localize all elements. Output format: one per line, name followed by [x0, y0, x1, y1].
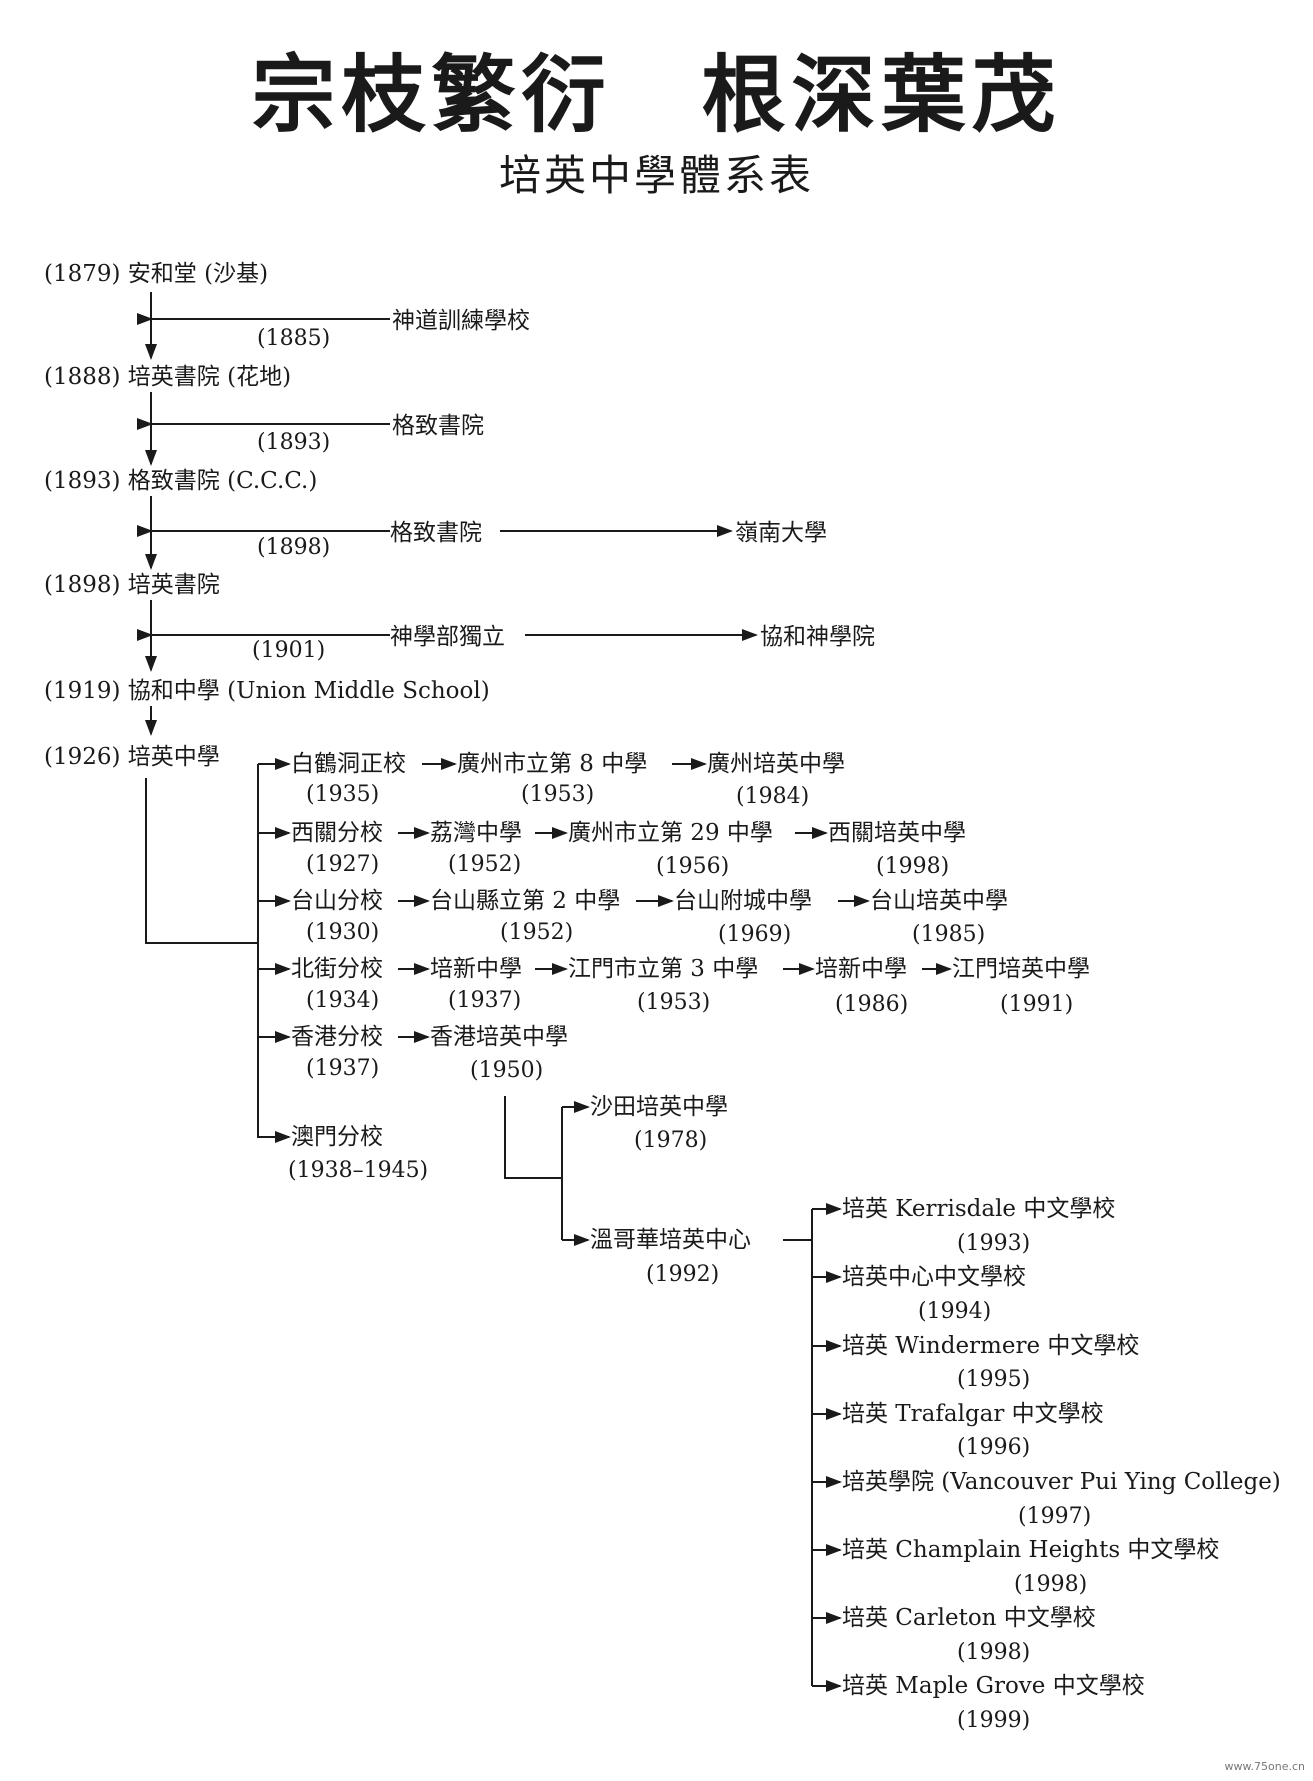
year-1999: (1999) [957, 1708, 1031, 1733]
node-jiangmen-3rd-middle: 江門市立第 3 中學 [568, 956, 759, 982]
node-vancouver-pui-ying-college: 培英學院 (Vancouver Pui Ying College) [842, 1469, 1281, 1495]
node-gz-29th-middle: 廣州市立第 29 中學 [568, 820, 773, 846]
node-jiangmen-puiying: 江門培英中學 [952, 956, 1090, 982]
node-centre-chinese-school: 培英中心中文學校 [842, 1264, 1026, 1290]
year-1994: (1994) [918, 1299, 992, 1324]
page-subtitle: 培英中學體系表 [498, 151, 814, 200]
year-1927: (1927) [306, 852, 380, 877]
page-title: 宗枝繁衍 根深葉茂 [251, 46, 1062, 144]
node-1919-union-middle-school: (1919) 協和中學 (Union Middle School) [44, 678, 490, 704]
year-1986: (1986) [835, 992, 909, 1017]
year-1898: (1898) [257, 535, 331, 560]
node-1893-gezhi-ccc: (1893) 格致書院 (C.C.C.) [44, 468, 318, 494]
year-1998: (1998) [1014, 1572, 1088, 1597]
hk-connector [504, 1096, 562, 1179]
year-1893: (1893) [257, 430, 331, 455]
year-1953: (1953) [521, 782, 595, 807]
year-1978: (1978) [634, 1128, 708, 1153]
node-shatin-puiying: 沙田培英中學 [590, 1094, 728, 1120]
node-taishan-fucheng: 台山附城中學 [674, 888, 812, 914]
node-taishan-branch: 台山分校 [291, 888, 383, 914]
node-liwan-middle: 荔灣中學 [430, 820, 522, 846]
node-beijie-branch: 北街分校 [291, 956, 383, 982]
year-1885: (1885) [257, 326, 331, 351]
node-gezhi-academy-1898: 格致書院 [390, 520, 482, 546]
trunk-1926-connector [145, 778, 258, 944]
year-1952: (1952) [500, 920, 574, 945]
year-1992: (1992) [646, 1262, 720, 1287]
year-1952: (1952) [448, 852, 522, 877]
node-gz-8th-middle: 廣州市立第 8 中學 [457, 751, 648, 777]
year-1985: (1985) [912, 922, 986, 947]
node-gezhi-academy-1893: 格致書院 [392, 413, 484, 439]
node-taishan-2nd-middle: 台山縣立第 2 中學 [430, 888, 621, 914]
node-1879-anhetang: (1879) 安和堂 (沙基) [44, 261, 269, 287]
node-vancouver-centre: 溫哥華培英中心 [590, 1227, 751, 1253]
year-1935: (1935) [306, 782, 380, 807]
year-1993: (1993) [957, 1231, 1031, 1256]
node-1898-puiying-academy: (1898) 培英書院 [44, 572, 220, 598]
year-1901: (1901) [252, 638, 326, 663]
year-1934: (1934) [306, 988, 380, 1013]
node-maple-grove: 培英 Maple Grove 中文學校 [842, 1673, 1145, 1699]
year-1996: (1996) [957, 1435, 1031, 1460]
node-lingnan-university: 嶺南大學 [735, 520, 827, 546]
year-1956: (1956) [656, 854, 730, 879]
node-hk-puiying: 香港培英中學 [430, 1024, 568, 1050]
year-1950: (1950) [470, 1058, 544, 1083]
year-1937: (1937) [306, 1056, 380, 1081]
year-1991: (1991) [1000, 992, 1074, 1017]
node-theology-dept: 神學部獨立 [390, 624, 505, 650]
node-gz-puiying: 廣州培英中學 [707, 751, 845, 777]
node-windermere: 培英 Windermere 中文學校 [842, 1333, 1140, 1359]
node-xiguan-puiying: 西關培英中學 [828, 820, 966, 846]
node-hongkong-branch: 香港分校 [291, 1024, 383, 1050]
node-trafalgar: 培英 Trafalgar 中文學校 [842, 1401, 1104, 1427]
node-champlain-heights: 培英 Champlain Heights 中文學校 [842, 1537, 1220, 1563]
node-taishan-puiying: 台山培英中學 [870, 888, 1008, 914]
year-1995: (1995) [957, 1367, 1031, 1392]
node-1888-puiying-academy: (1888) 培英書院 (花地) [44, 364, 292, 390]
node-shendao-school: 神道訓練學校 [392, 308, 530, 334]
year-1969: (1969) [718, 922, 792, 947]
year-1953: (1953) [637, 990, 711, 1015]
site-watermark: www.75one.cn [1224, 1760, 1305, 1773]
node-puisun-middle-2: 培新中學 [815, 956, 907, 982]
year-1930: (1930) [306, 920, 380, 945]
year-1938-1945: (1938–1945) [288, 1158, 429, 1183]
year-1998: (1998) [876, 854, 950, 879]
node-kerrisdale: 培英 Kerrisdale 中文學校 [842, 1196, 1116, 1222]
node-baihedong-main: 白鶴洞正校 [291, 751, 406, 777]
year-1997: (1997) [1018, 1504, 1092, 1529]
year-1998: (1998) [957, 1640, 1031, 1665]
node-macau-branch: 澳門分校 [291, 1124, 383, 1150]
year-1984: (1984) [736, 784, 810, 809]
node-puisun-middle: 培新中學 [430, 956, 522, 982]
year-1937: (1937) [448, 988, 522, 1013]
node-carleton: 培英 Carleton 中文學校 [842, 1605, 1096, 1631]
node-xiguan-branch: 西關分校 [291, 820, 383, 846]
node-union-theological: 協和神學院 [760, 624, 875, 650]
node-1926-puiying-middle-school: (1926) 培英中學 [44, 744, 220, 770]
